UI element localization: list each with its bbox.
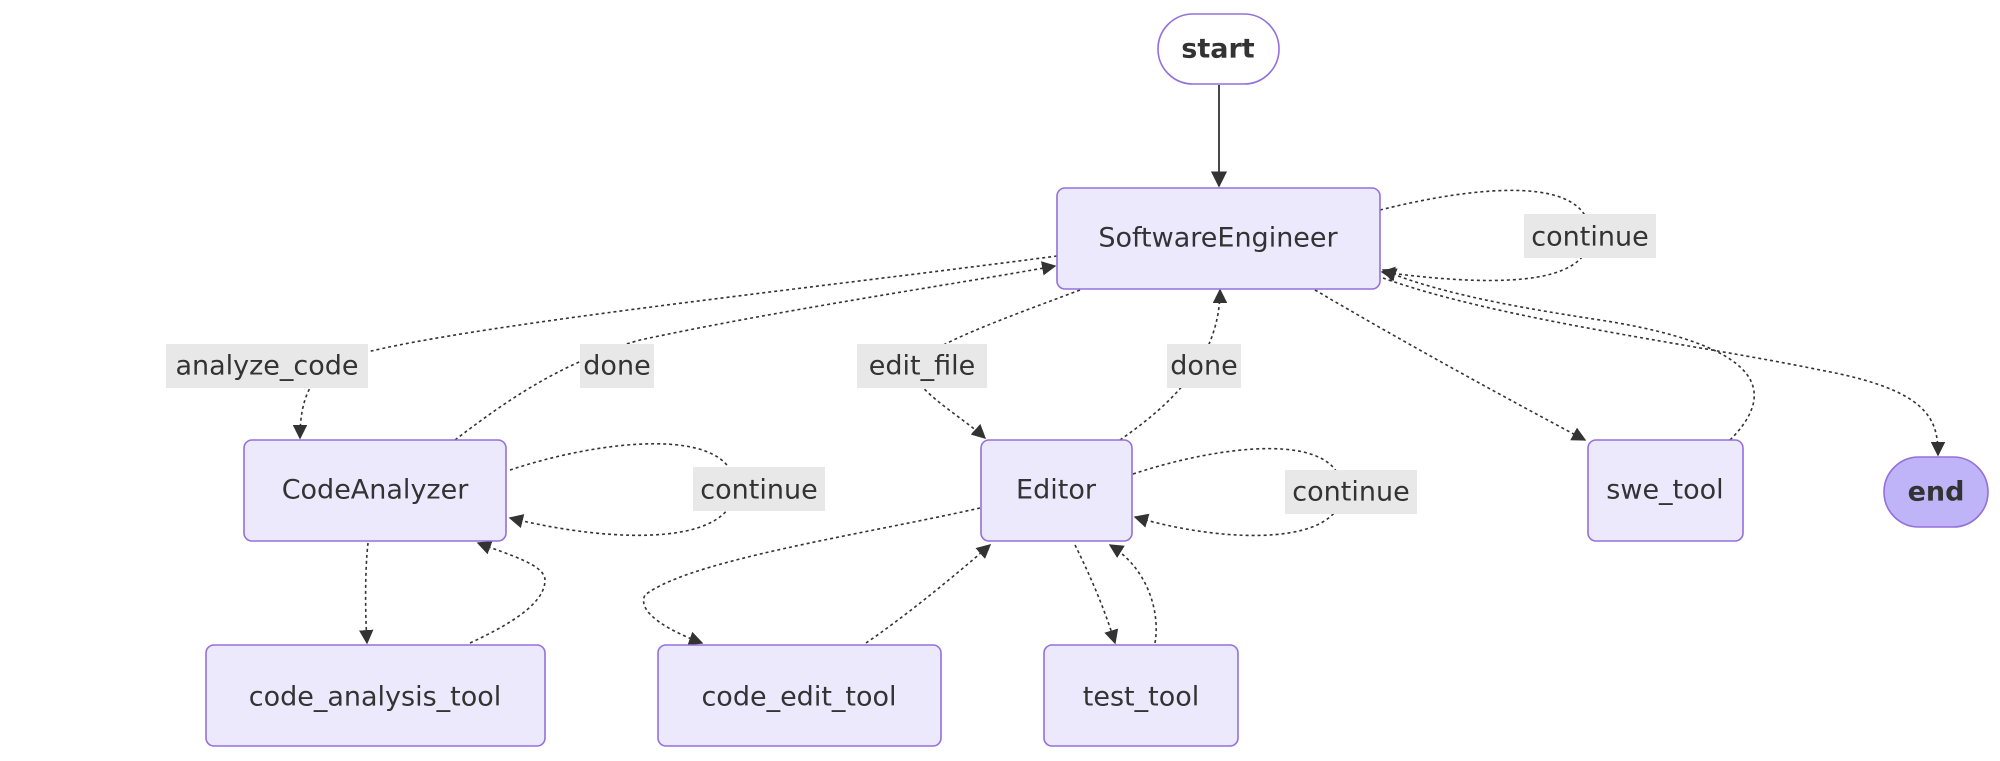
svg-text:continue: continue bbox=[700, 475, 817, 506]
edge-code-analyzer-to-tool bbox=[359, 542, 374, 645]
svg-text:code_edit_tool: code_edit_tool bbox=[701, 682, 896, 713]
node-end[interactable]: end bbox=[1883, 456, 1989, 528]
node-start[interactable]: start bbox=[1157, 13, 1280, 85]
edge-tool-to-code-analyzer bbox=[469, 540, 546, 644]
node-swe-tool[interactable]: swe_tool bbox=[1587, 439, 1744, 542]
node-code-analysis-tool[interactable]: code_analysis_tool bbox=[205, 644, 546, 747]
svg-text:SoftwareEngineer: SoftwareEngineer bbox=[1098, 223, 1338, 254]
svg-text:continue: continue bbox=[1531, 222, 1648, 253]
node-editor[interactable]: Editor bbox=[980, 439, 1133, 542]
edge-test-tool-to-editor bbox=[1108, 544, 1157, 644]
edge-se-to-swe-tool bbox=[1314, 289, 1587, 441]
edge-label-code-analyzer-continue: continue bbox=[693, 467, 825, 511]
svg-text:done: done bbox=[1170, 351, 1237, 382]
svg-text:CodeAnalyzer: CodeAnalyzer bbox=[282, 475, 470, 506]
edge-swe-tool-to-se bbox=[1381, 268, 1755, 441]
edge-editor-to-test-tool bbox=[1074, 544, 1119, 645]
edge-label-se-continue: continue bbox=[1524, 214, 1656, 258]
svg-text:test_tool: test_tool bbox=[1083, 682, 1199, 713]
edge-editor-to-code-edit-tool bbox=[642, 507, 981, 646]
edge-label-edit-file: edit_file bbox=[857, 344, 987, 388]
svg-text:swe_tool: swe_tool bbox=[1606, 475, 1723, 506]
svg-text:end: end bbox=[1908, 477, 1965, 508]
node-code-analyzer[interactable]: CodeAnalyzer bbox=[243, 439, 507, 542]
svg-text:analyze_code: analyze_code bbox=[175, 351, 358, 382]
edge-code-analyzer-to-se bbox=[454, 261, 1057, 441]
svg-text:start: start bbox=[1181, 34, 1255, 65]
svg-text:edit_file: edit_file bbox=[869, 351, 975, 382]
node-code-edit-tool[interactable]: code_edit_tool bbox=[657, 644, 942, 747]
svg-text:code_analysis_tool: code_analysis_tool bbox=[249, 682, 502, 713]
edge-label-editor-continue: continue bbox=[1285, 470, 1417, 514]
edge-se-to-end bbox=[1382, 277, 1946, 457]
edge-code-edit-tool-to-editor bbox=[865, 544, 992, 644]
svg-text:Editor: Editor bbox=[1016, 475, 1097, 506]
svg-text:continue: continue bbox=[1292, 477, 1409, 508]
edge-label-analyze-code: analyze_code bbox=[166, 344, 368, 388]
svg-text:done: done bbox=[583, 351, 650, 382]
edge-label-editor-done: done bbox=[1167, 344, 1241, 388]
node-software-engineer[interactable]: SoftwareEngineer bbox=[1056, 187, 1381, 290]
edge-se-to-editor bbox=[913, 289, 1081, 439]
edge-label-code-analyzer-done: done bbox=[580, 344, 654, 388]
node-test-tool[interactable]: test_tool bbox=[1043, 644, 1239, 747]
